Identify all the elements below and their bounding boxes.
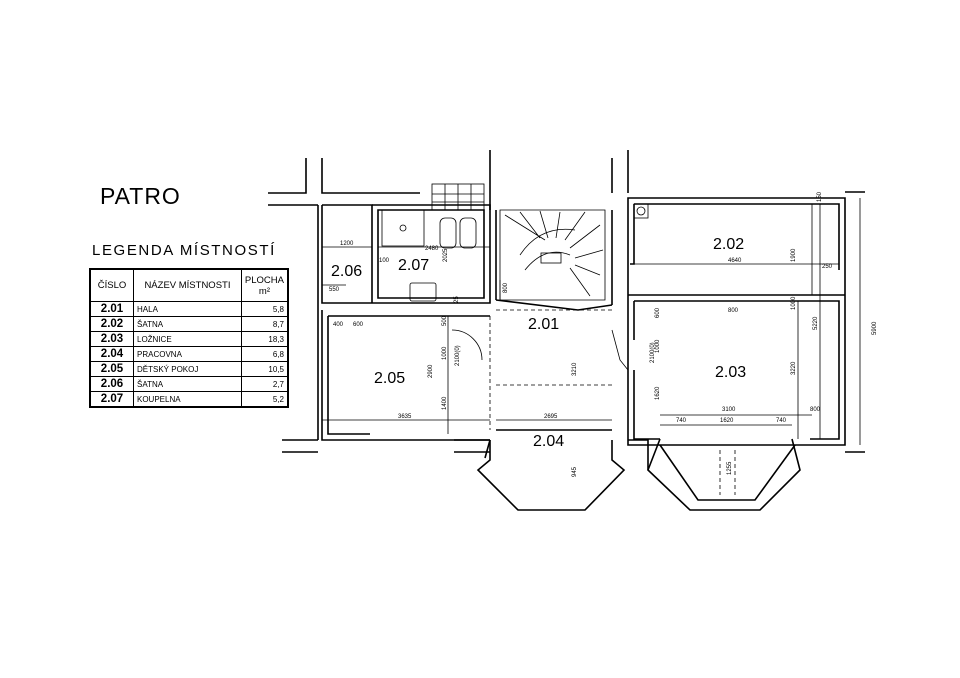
dimension-label: 4640 [728, 258, 742, 264]
legend-header-name: NÁZEV MÍSTNOSTI [133, 268, 242, 302]
dimension-label: 945 [572, 466, 578, 477]
dimension-label: 150 [817, 191, 823, 202]
dimension-label: 550 [329, 287, 340, 293]
dimension-label: 3100 [722, 407, 736, 413]
dimension-label: 2900 [428, 364, 434, 378]
legend-number: 2.05 [89, 361, 134, 377]
dimension-label: 1620 [720, 418, 734, 424]
legend-area: 8,7 [240, 316, 289, 332]
dimension-label: 5220 [813, 316, 819, 330]
plan-title: PATRO [100, 183, 181, 209]
dimension-label: 3220 [791, 361, 797, 375]
dimension-label: 740 [776, 418, 787, 424]
dimension-label: 1620 [655, 386, 661, 400]
dimension-label: 2025 [443, 248, 449, 262]
legend-area: 5,2 [240, 391, 289, 408]
dimension-label: 3210 [572, 362, 578, 376]
dimension-label: 5900 [872, 321, 878, 335]
room-label-2-01: 2.01 [528, 316, 559, 333]
legend-number: 2.06 [89, 376, 134, 392]
dimension-label: 1000 [442, 346, 448, 360]
dimension-label: 740 [676, 418, 687, 424]
room-label-2-02: 2.02 [713, 236, 744, 253]
details [322, 183, 861, 445]
dimension-label: 250 [822, 264, 833, 270]
room-label-2-03: 2.03 [715, 364, 746, 381]
room-label-2-05: 2.05 [374, 370, 405, 387]
legend-area: 2,7 [240, 376, 289, 392]
dimension-label: 800 [810, 407, 821, 413]
dimension-label: 2100(0) [650, 342, 656, 363]
legend-header-number: ČÍSLO [89, 268, 134, 302]
legend-number: 2.04 [89, 346, 134, 362]
hidden-lines [489, 294, 760, 495]
dimension-label: 600 [655, 307, 661, 318]
room-label-2-07: 2.07 [398, 257, 429, 274]
dimension-label: 1200 [340, 241, 354, 247]
dimension-label: 500 [442, 315, 448, 326]
dimension-label: 1000 [655, 339, 661, 353]
dimension-label: 25 [454, 296, 460, 303]
dimension-label: 800 [728, 308, 739, 314]
dimension-label: 2100(0) [455, 345, 461, 366]
legend-title: LEGENDA MÍSTNOSTÍ [92, 242, 276, 259]
room-label-2-04: 2.04 [533, 433, 564, 450]
legend-number: 2.03 [89, 331, 134, 347]
dimension-label: 2480 [425, 246, 439, 252]
walls [268, 150, 865, 511]
dimension-label: 2695 [544, 414, 558, 420]
room-label-2-06: 2.06 [331, 263, 362, 280]
dimension-label: 1900 [791, 248, 797, 262]
dimension-label: 800 [503, 282, 509, 293]
dimension-label: 1255 [727, 461, 733, 475]
dimension-label: 1400 [442, 396, 448, 410]
dimension-label: 400 [333, 322, 344, 328]
legend-area: 5,8 [240, 301, 289, 317]
dimension-label: 1000 [791, 296, 797, 310]
dimension-label: 600 [353, 322, 364, 328]
dimension-label: 3635 [398, 414, 412, 420]
legend-name: ŠATNA [133, 376, 242, 392]
legend-name: KOUPELNA [133, 391, 242, 408]
dimension-label: 100 [379, 258, 390, 264]
legend-header-unit: m² [258, 285, 270, 297]
